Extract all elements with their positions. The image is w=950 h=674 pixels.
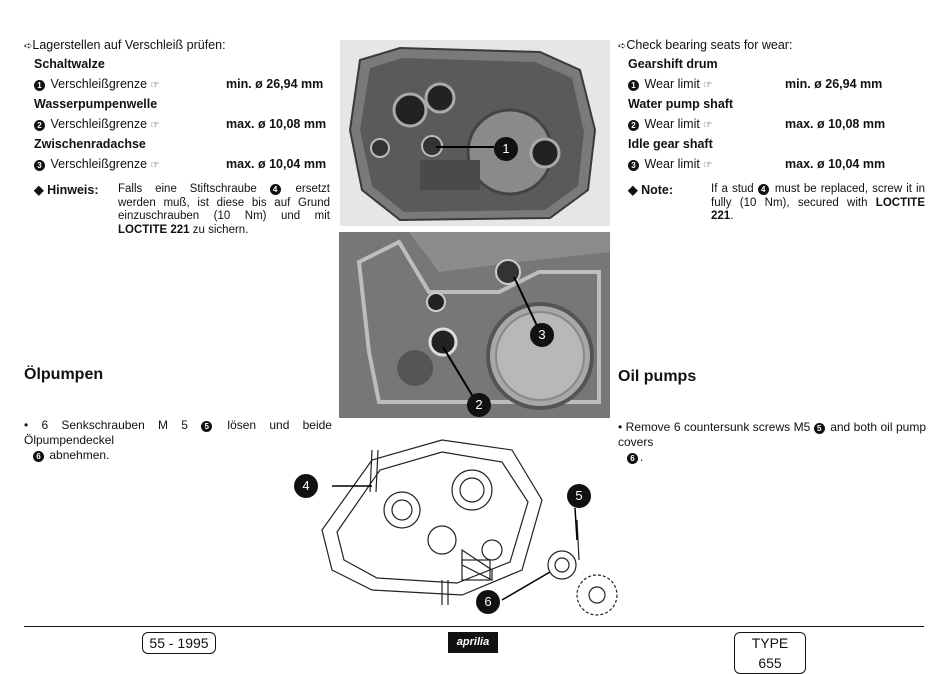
- diamond-bullet-icon: ◆: [34, 183, 44, 197]
- number-badge: 4: [269, 184, 281, 195]
- callout-3: 3: [530, 323, 554, 347]
- left-note-text: Falls eine Stiftschraube 4 ersetzt werde…: [118, 183, 330, 236]
- hand-arrow-icon: ➪: [618, 41, 627, 52]
- pointing-finger-icon: ☞: [703, 120, 713, 131]
- pointing-finger-icon: ☞: [150, 160, 160, 171]
- left-section-title: Ölpumpen: [24, 366, 104, 383]
- right-note-label: ◆ Note:: [628, 183, 674, 197]
- right-note-text: If a stud 4 must be replaced, screw it i…: [711, 183, 925, 222]
- number-badge: 6: [33, 451, 44, 462]
- number-badge: 3: [628, 160, 639, 171]
- right-section-title: Oil pumps: [618, 368, 697, 385]
- right-heading-2: Water pump shaft: [628, 97, 734, 111]
- bearing-seat-photo: [339, 232, 610, 418]
- callout-2: 2: [467, 393, 491, 417]
- right-spec-3: 3 Wear limit ☞: [628, 157, 712, 173]
- left-spec-value-2: max. ø 10,08 mm: [226, 117, 327, 131]
- left-spec-value-3: max. ø 10,04 mm: [226, 157, 327, 171]
- pointing-finger-icon: ☞: [150, 120, 160, 131]
- pointing-finger-icon: ☞: [703, 80, 713, 91]
- spec-label: Verschleißgrenze: [50, 77, 148, 91]
- number-badge: 5: [813, 423, 825, 434]
- pointing-finger-icon: ☞: [703, 160, 713, 171]
- oil-pump-drawing: [292, 420, 622, 620]
- left-heading-2: Wasserpumpenwelle: [34, 97, 158, 111]
- hand-arrow-icon: ➪: [24, 41, 33, 52]
- number-badge: 2: [628, 120, 639, 131]
- callout-5: 5: [567, 484, 591, 508]
- spec-label: Wear limit: [644, 77, 700, 91]
- spec-label: Wear limit: [644, 117, 700, 131]
- left-spec-value-1: min. ø 26,94 mm: [226, 77, 324, 91]
- number-badge: 4: [757, 184, 769, 195]
- spec-label: Verschleißgrenze: [50, 117, 148, 131]
- number-badge: 5: [201, 421, 213, 432]
- left-spec-3: 3 Verschleißgrenze ☞: [34, 157, 160, 173]
- right-spec-1: 1 Wear limit ☞: [628, 77, 712, 93]
- type-label: TYPE 655: [734, 632, 806, 674]
- footer-rule: [24, 626, 924, 627]
- left-heading-3: Zwischenradachse: [34, 137, 146, 151]
- right-intro: ➪Check bearing seats for wear:: [618, 38, 793, 52]
- callout-6: 6: [476, 590, 500, 614]
- left-intro: ➪Lagerstellen auf Verschleiß prüfen:: [24, 38, 226, 52]
- callout-1: 1: [494, 137, 518, 161]
- pointing-finger-icon: ☞: [150, 80, 160, 91]
- right-heading-3: Idle gear shaft: [628, 137, 713, 151]
- right-spec-value-2: max. ø 10,08 mm: [785, 117, 886, 131]
- number-badge: 6: [627, 453, 638, 464]
- number-badge: 2: [34, 120, 45, 131]
- right-spec-2: 2 Wear limit ☞: [628, 117, 712, 133]
- left-spec-1: 1 Verschleißgrenze ☞: [34, 77, 160, 93]
- spec-label: Verschleißgrenze: [50, 157, 148, 171]
- left-heading-1: Schaltwalze: [34, 57, 105, 71]
- number-badge: 1: [34, 80, 45, 91]
- left-bullet: • 6 Senkschrauben M 5 5 lösen und beide …: [24, 418, 332, 462]
- page-number: 55 - 1995: [142, 632, 216, 654]
- number-badge: 3: [34, 160, 45, 171]
- callout-4: 4: [294, 474, 318, 498]
- left-spec-2: 2 Verschleißgrenze ☞: [34, 117, 160, 133]
- right-spec-value-1: min. ø 26,94 mm: [785, 77, 883, 91]
- left-note-label: ◆ Hinweis:: [34, 183, 99, 197]
- number-badge: 1: [628, 80, 639, 91]
- aprilia-logo: aprilia: [448, 632, 498, 653]
- crankcase-photo: [340, 40, 610, 226]
- spec-label: Wear limit: [644, 157, 700, 171]
- right-bullet: • Remove 6 countersunk screws M5 5 and b…: [618, 420, 926, 464]
- right-heading-1: Gearshift drum: [628, 57, 718, 71]
- right-spec-value-3: max. ø 10,04 mm: [785, 157, 886, 171]
- diamond-bullet-icon: ◆: [628, 183, 638, 197]
